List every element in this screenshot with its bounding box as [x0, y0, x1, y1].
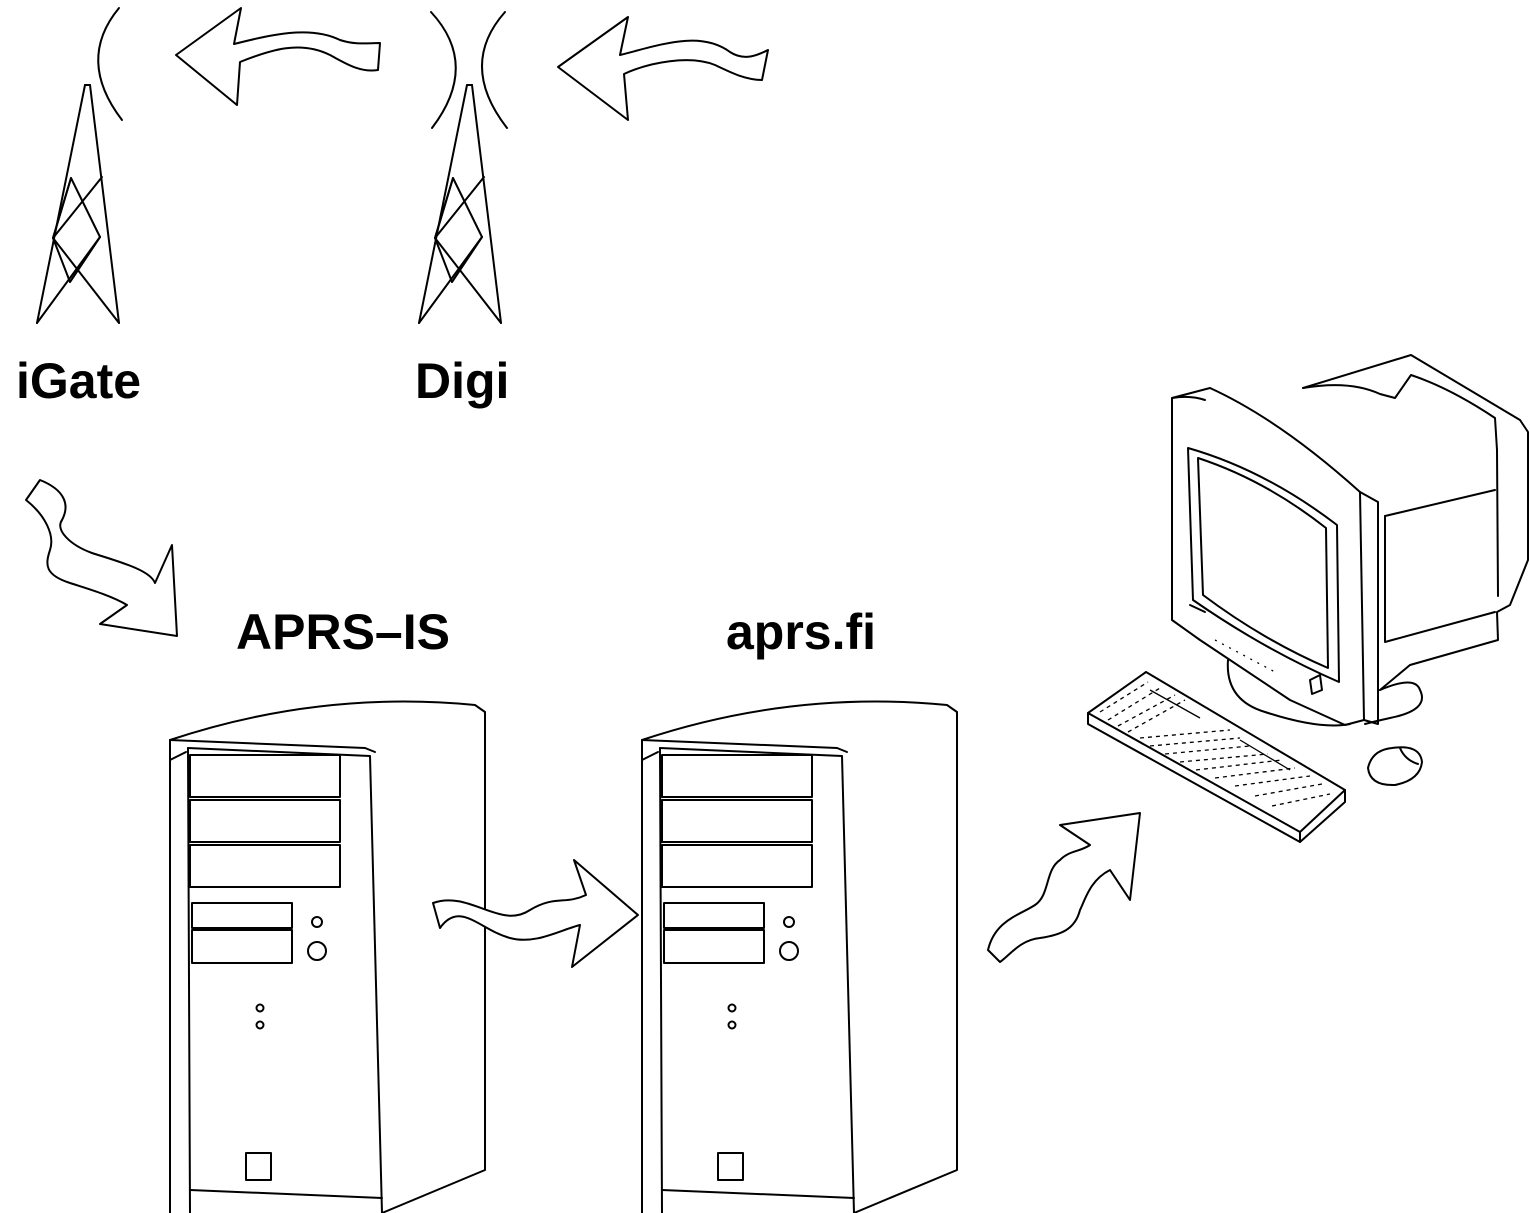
server-tower-icon-aprs-is: [169, 700, 486, 1213]
digi-tower-icon: [418, 11, 508, 324]
desktop-computer-icon: [1171, 354, 1529, 727]
aprs-is-label: APRS–IS: [236, 604, 450, 660]
mouse-icon: [1367, 746, 1423, 787]
radio-wave-arrow-icon-into-digi: [557, 16, 769, 121]
igate-label: iGate: [16, 353, 142, 409]
server-tower-icon-aprs-fi: [641, 700, 958, 1213]
radio-wave-arrow-icon-igate-to-aprs-is: [25, 479, 178, 637]
radio-wave-arrow-icon-aprs-is-to-aprs-fi: [432, 859, 639, 968]
aprs-fi-label: aprs.fi: [726, 604, 877, 660]
radio-wave-arrow-icon-aprs-fi-to-computer: [987, 812, 1141, 963]
digi-label: Digi: [415, 353, 510, 409]
igate-tower-icon: [36, 7, 123, 324]
keyboard-icon: [1087, 671, 1346, 843]
radio-wave-arrow-icon-digi-to-igate: [175, 7, 381, 106]
